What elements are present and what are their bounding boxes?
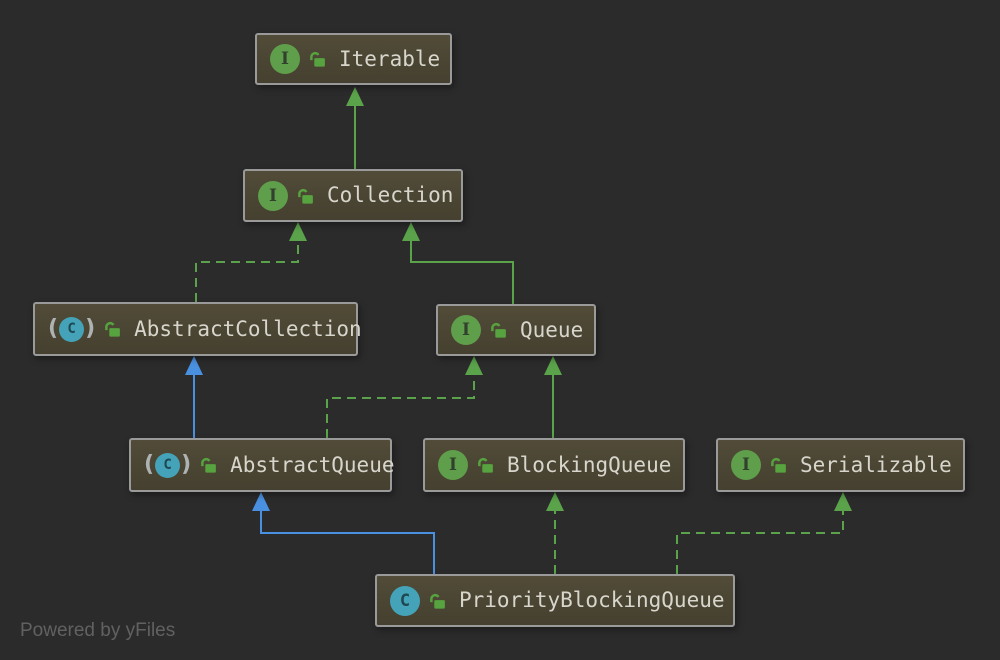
edge-collection-extends-iterable[interactable] <box>346 87 364 169</box>
arrowhead-icon <box>546 492 564 511</box>
node-label: Queue <box>520 317 584 342</box>
public-lock-icon <box>476 456 494 474</box>
arrowhead-icon <box>346 87 364 106</box>
edge-queue-extends-collection[interactable] <box>402 222 514 304</box>
abstract-class-icon: ( C ) <box>48 316 96 342</box>
edge-abstractqueue-implements-queue[interactable] <box>326 356 483 438</box>
public-lock-icon <box>489 321 507 339</box>
public-lock-icon <box>103 320 121 338</box>
node-label: Iterable <box>339 46 441 71</box>
arrowhead-icon <box>544 356 562 375</box>
class-icon: C <box>390 585 420 616</box>
node-serializable[interactable]: I Serializable <box>716 438 965 492</box>
arrowhead-icon <box>834 492 852 511</box>
node-blocking-queue[interactable]: I BlockingQueue <box>423 438 685 492</box>
public-lock-icon <box>199 456 217 474</box>
interface-icon: I <box>438 450 468 480</box>
node-abstract-collection[interactable]: ( C ) AbstractCollection <box>33 302 362 356</box>
node-label: Collection <box>327 183 454 207</box>
node-queue[interactable]: I Queue <box>436 304 596 356</box>
interface-icon: I <box>270 44 300 74</box>
public-lock-icon <box>296 187 314 205</box>
arrowhead-icon <box>185 356 203 375</box>
abstract-class-icon: ( C ) <box>144 452 192 478</box>
node-collection[interactable]: I Collection <box>243 169 463 222</box>
yfiles-credit: Powered by yFiles <box>20 620 176 641</box>
interface-icon: I <box>451 315 481 345</box>
node-label: Serializable <box>800 452 952 477</box>
edge-abstractcollection-implements-collection[interactable] <box>195 222 307 302</box>
node-priority-blocking-queue[interactable]: C PriorityBlockingQueue <box>375 574 735 627</box>
edge-priorityblockingqueue-implements-serializable[interactable] <box>676 492 852 574</box>
public-lock-icon <box>769 456 787 474</box>
arrowhead-icon <box>289 222 307 241</box>
node-iterable[interactable]: I Iterable <box>255 33 452 85</box>
arrowhead-icon <box>402 222 420 241</box>
node-label: AbstractCollection <box>134 316 362 341</box>
interface-icon: I <box>258 180 288 211</box>
edge-blockingqueue-extends-queue[interactable] <box>544 356 562 438</box>
public-lock-icon <box>308 50 326 68</box>
node-abstract-queue[interactable]: ( C ) AbstractQueue <box>129 438 395 492</box>
arrowhead-icon <box>252 492 270 511</box>
interface-icon: I <box>731 450 761 480</box>
edge-priorityblockingqueue-implements-blockingqueue[interactable] <box>546 492 564 574</box>
node-label: PriorityBlockingQueue <box>459 588 725 612</box>
node-label: BlockingQueue <box>507 452 672 477</box>
arrowhead-icon <box>465 356 483 375</box>
public-lock-icon <box>428 592 446 610</box>
node-label: AbstractQueue <box>230 452 395 477</box>
edge-abstractqueue-extends-abstractcollection[interactable] <box>185 356 203 438</box>
edge-priorityblockingqueue-extends-abstractqueue[interactable] <box>252 492 435 574</box>
